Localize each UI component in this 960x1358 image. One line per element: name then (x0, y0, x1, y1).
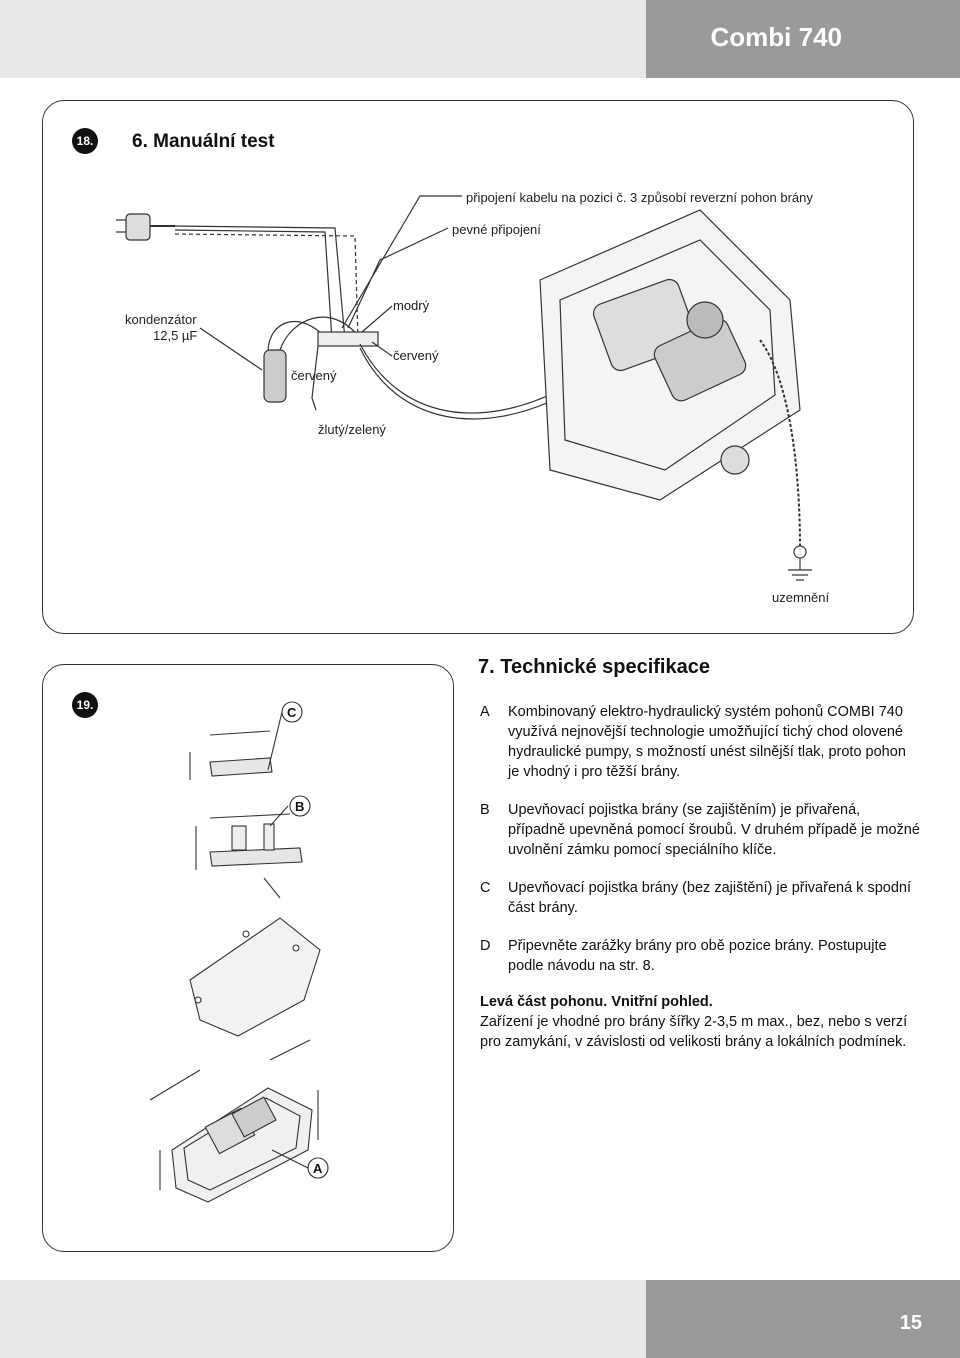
label-fixed-connection: pevné připojení (452, 222, 541, 237)
label-red-right: červený (393, 348, 439, 363)
label-ground: uzemnění (772, 590, 830, 605)
figure-19-frame (42, 664, 454, 1252)
page-title: Combi 740 (710, 22, 843, 52)
footer-accent-bar (646, 1280, 960, 1358)
section-title-manual-test: 6. Manuální test (132, 131, 275, 152)
spec-letter: A (480, 704, 490, 720)
spec-letter: D (480, 938, 491, 954)
note-text: Zařízení je vhodné pro brány šířky 2-3,5… (480, 1014, 908, 1050)
spec-text: Upevňovací pojistka brány (se zajištěním… (508, 802, 920, 858)
spec-text: Kombinovaný elektro-hydraulický systém p… (508, 704, 906, 780)
spec-text: Upevňovací pojistka brány (bez zajištění… (508, 880, 911, 916)
label-capacitor: kondenzátor (125, 312, 197, 327)
footer-bar (0, 1280, 646, 1358)
spec-item-a: A Kombinovaný elektro-hydraulický systém… (480, 702, 920, 782)
header-bar (0, 0, 646, 78)
section-title-specs: 7. Technické specifikace (478, 656, 710, 678)
header-accent-bar (646, 0, 960, 78)
label-capacitor-value: 12,5 µF (153, 328, 198, 343)
spec-text: Připevněte zarážky brány pro obě pozice … (508, 938, 887, 974)
spec-item-c: C Upevňovací pojistka brány (bez zajiště… (480, 878, 920, 918)
spec-letter: C (480, 880, 491, 896)
spec-item-b: B Upevňovací pojistka brány (se zajištěn… (480, 800, 920, 860)
label-yellow-green: žlutý/zelený (318, 422, 386, 437)
figure-18-badge: 18. (72, 128, 98, 154)
figure-18-frame (42, 100, 914, 634)
label-red-left: červený (291, 368, 337, 383)
page-number: 15 (899, 1312, 922, 1334)
label-blue: modrý (393, 298, 430, 313)
spec-item-d: D Připevněte zarážky brány pro obě pozic… (480, 936, 920, 976)
figure-19-badge: 19. (72, 692, 98, 718)
spec-letter: B (480, 802, 490, 818)
note-title: Levá část pohonu. Vnitřní pohled. (480, 994, 713, 1010)
label-reverse-note: připojení kabelu na pozici č. 3 způsobí … (466, 190, 813, 205)
